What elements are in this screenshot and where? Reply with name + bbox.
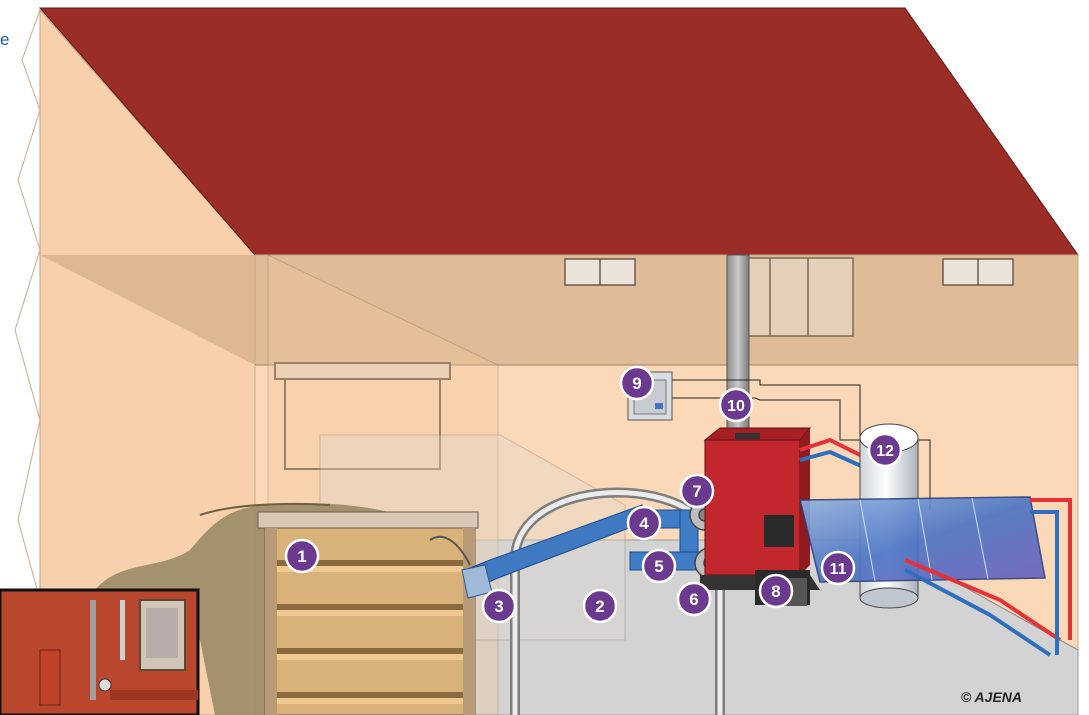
svg-text:5: 5 xyxy=(654,557,663,576)
svg-text:8: 8 xyxy=(771,582,780,601)
svg-text:1: 1 xyxy=(297,547,306,566)
marker-5: 5 xyxy=(643,550,675,582)
marker-8: 8 xyxy=(760,575,792,607)
marker-4: 4 xyxy=(628,507,660,539)
boiler xyxy=(700,428,820,606)
marker-2: 2 xyxy=(584,590,616,622)
svg-text:6: 6 xyxy=(689,590,698,609)
svg-text:4: 4 xyxy=(639,514,649,533)
marker-10: 10 xyxy=(720,389,752,421)
svg-text:10: 10 xyxy=(727,398,745,415)
copyright-text: © AJENA xyxy=(961,689,1022,705)
marker-6: 6 xyxy=(678,583,710,615)
window-left xyxy=(565,259,635,285)
marker-12: 12 xyxy=(869,434,901,466)
svg-text:7: 7 xyxy=(692,482,701,501)
svg-text:9: 9 xyxy=(632,374,641,393)
marker-9: 9 xyxy=(621,367,653,399)
marker-1: 1 xyxy=(286,540,318,572)
inset-photo xyxy=(0,590,198,715)
svg-text:11: 11 xyxy=(830,561,847,578)
window-right xyxy=(943,259,1013,285)
svg-text:3: 3 xyxy=(494,597,503,616)
marker-7: 7 xyxy=(681,475,713,507)
storage-wood-door xyxy=(258,512,478,715)
window-middle xyxy=(738,258,853,336)
marker-11: 11 xyxy=(822,552,854,584)
wall-cutaway-edge xyxy=(15,10,40,600)
marker-3: 3 xyxy=(483,590,515,622)
svg-text:2: 2 xyxy=(595,597,604,616)
svg-text:12: 12 xyxy=(876,443,894,460)
